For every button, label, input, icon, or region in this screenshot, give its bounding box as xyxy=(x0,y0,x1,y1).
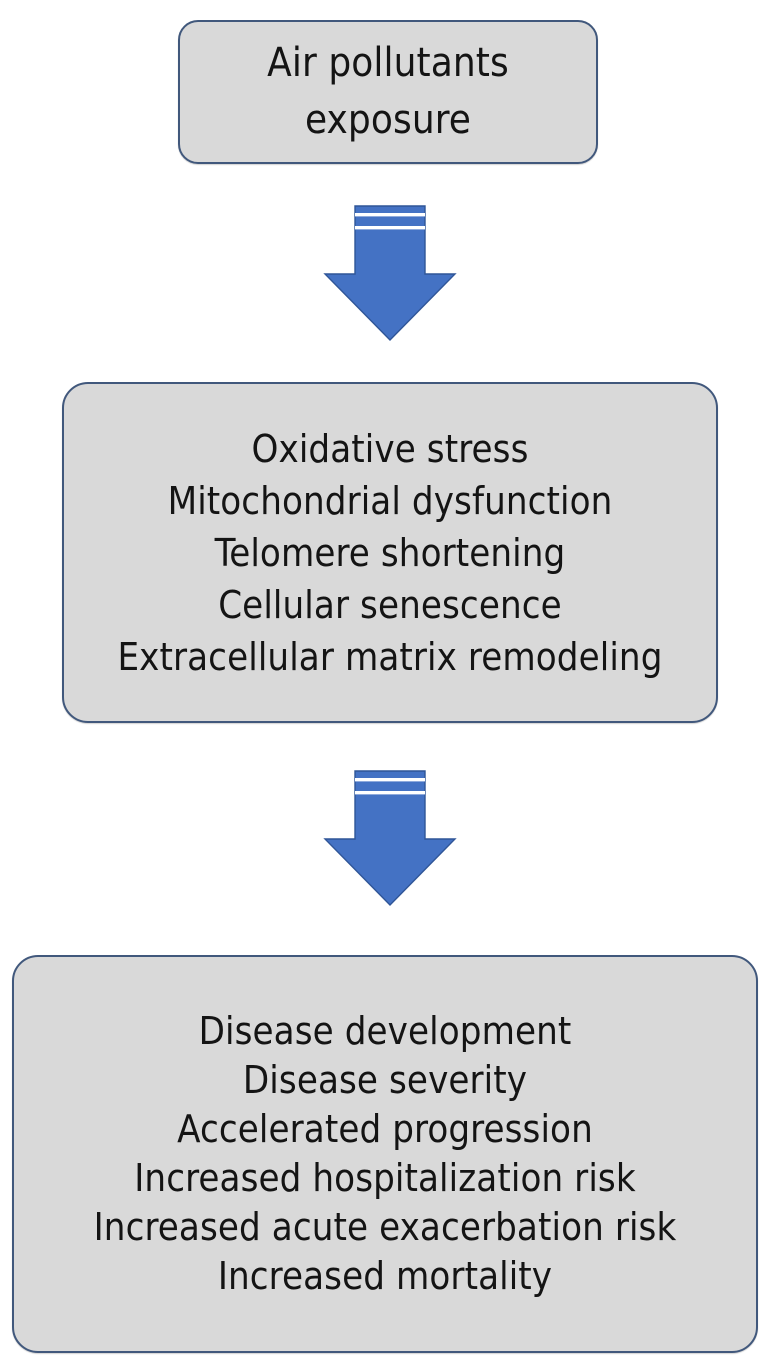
flow-node-exposure-text: Air pollutants exposure xyxy=(180,35,596,149)
flow-node-outcomes-line-5: Increased acute exacerbation risk xyxy=(93,1205,677,1249)
flow-node-outcomes-line-4: Increased hospitalization risk xyxy=(134,1156,636,1200)
flow-node-exposure[interactable]: Air pollutants exposure xyxy=(178,20,598,164)
flow-node-exposure-line-2: exposure xyxy=(304,97,471,143)
down-block-arrow-icon-mechanisms-to-outcomes xyxy=(323,770,457,906)
flow-node-mechanisms-line-5: Extracellular matrix remodeling xyxy=(117,634,663,679)
arrow-body xyxy=(323,770,457,906)
flow-node-mechanisms-line-4: Cellular senescence xyxy=(218,582,562,627)
flow-node-exposure-line-1: Air pollutants xyxy=(267,40,509,86)
arrow-stripe-upper xyxy=(355,778,425,782)
down-block-arrow-icon-exposure-to-mechanisms xyxy=(323,205,457,341)
flow-node-mechanisms-line-1: Oxidative stress xyxy=(251,426,529,471)
arrow-stripe-lower xyxy=(355,791,425,795)
flow-node-outcomes-line-1: Disease development xyxy=(198,1009,572,1053)
flow-node-outcomes-text: Disease development Disease severity Acc… xyxy=(14,1007,756,1301)
flow-node-outcomes-line-3: Accelerated progression xyxy=(177,1107,593,1151)
flow-node-outcomes[interactable]: Disease development Disease severity Acc… xyxy=(12,955,758,1353)
arrow-body xyxy=(323,205,457,341)
flow-node-mechanisms-text: Oxidative stress Mitochondrial dysfuncti… xyxy=(64,423,716,683)
arrow-stripe-upper xyxy=(355,213,425,217)
arrow-stripe-lower xyxy=(355,226,425,230)
flow-node-outcomes-line-2: Disease severity xyxy=(242,1058,528,1102)
flow-node-mechanisms-line-2: Mitochondrial dysfunction xyxy=(167,478,613,523)
flow-node-outcomes-line-6: Increased mortality xyxy=(217,1254,553,1298)
flow-node-mechanisms-line-3: Telomere shortening xyxy=(214,530,566,575)
flow-node-mechanisms[interactable]: Oxidative stress Mitochondrial dysfuncti… xyxy=(62,382,718,723)
